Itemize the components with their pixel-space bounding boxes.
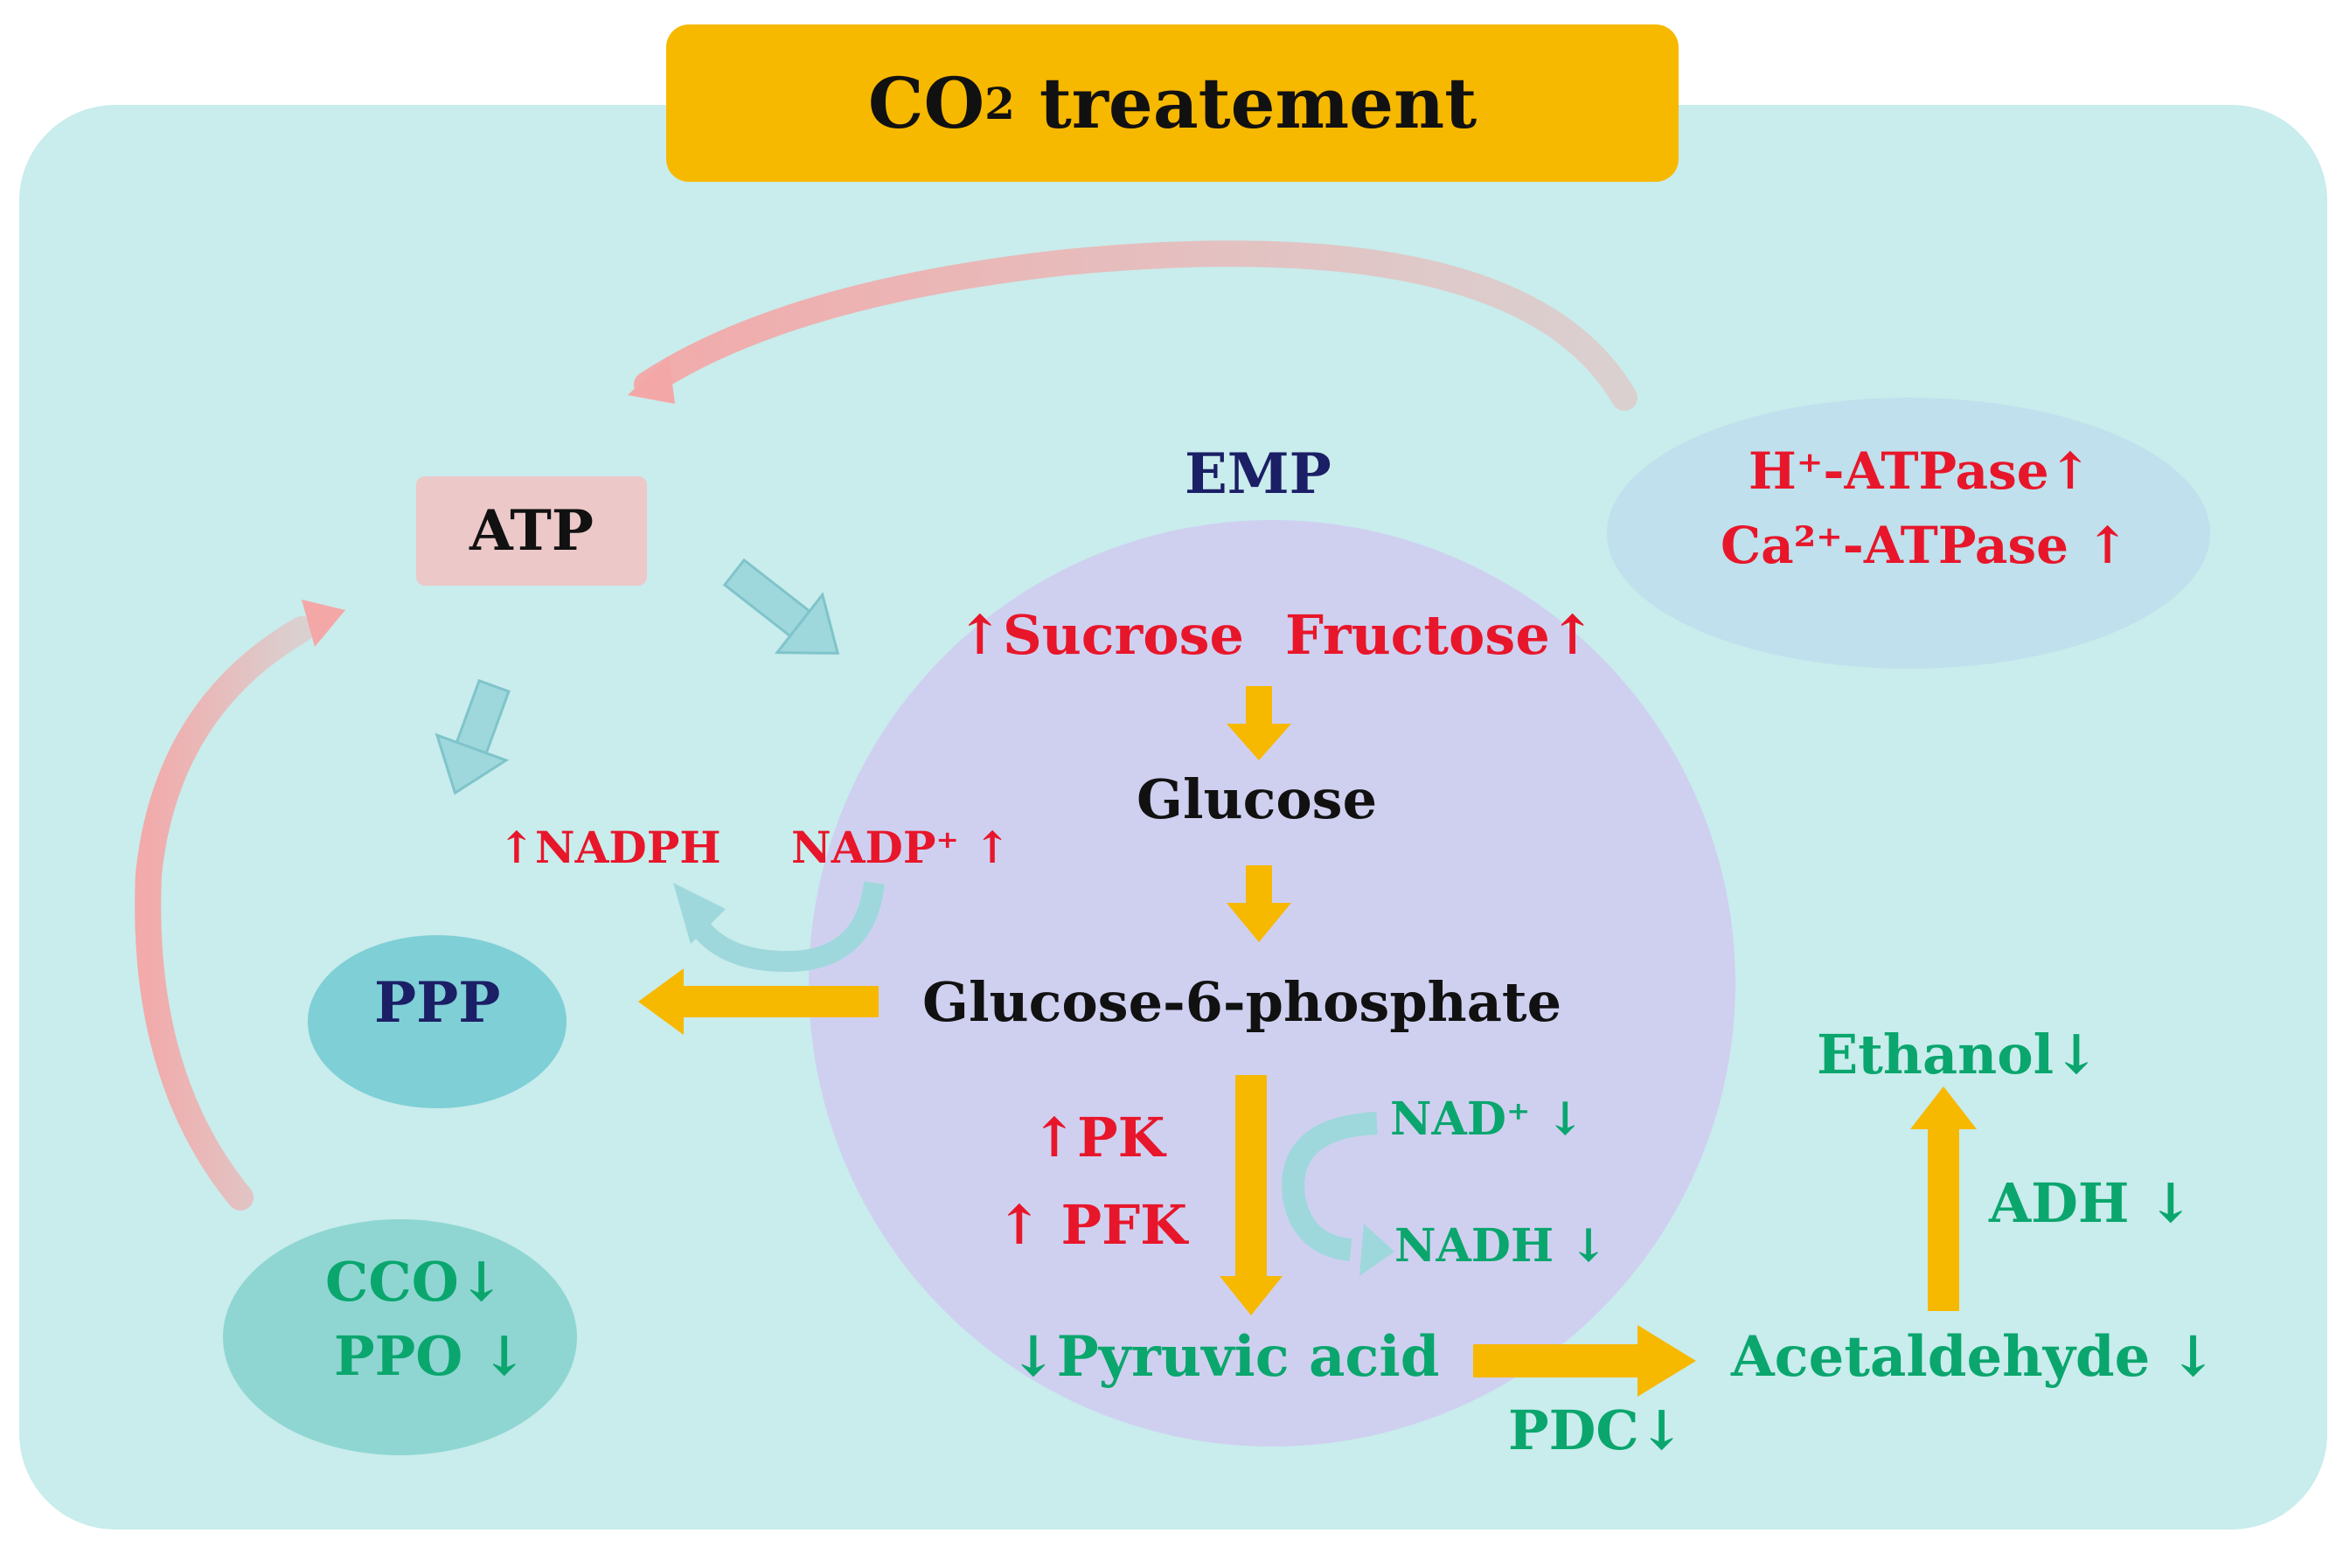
- ppo-label: PPO ↓: [334, 1324, 527, 1388]
- title-subscript: 2: [984, 77, 1015, 129]
- nadp-cycle-arrow: [691, 881, 885, 973]
- nad-label: NAD⁺ ↓: [1390, 1093, 1585, 1146]
- sucrose-to-glucose-arrow: [1227, 686, 1291, 760]
- adh-label: ADH ↓: [1989, 1171, 2194, 1235]
- ethanol-label: Ethanol↓: [1817, 1023, 2100, 1086]
- title-rest: treatement: [1014, 62, 1477, 144]
- glucose-label: Glucose: [1137, 767, 1378, 831]
- atpase-to-atp-arrowhead: [628, 357, 675, 404]
- nadp-label: NADP⁺ ↑: [791, 822, 1012, 873]
- nad-cycle-arrow: [1282, 1112, 1378, 1261]
- emp-label: EMP: [1185, 441, 1331, 507]
- pyruvic-acid-label: ↓Pyruvic acid: [1010, 1324, 1440, 1390]
- atp-box: ATP: [416, 476, 647, 586]
- pfk-label: ↑ PFK: [997, 1193, 1188, 1257]
- cco-ppo-ellipse: [223, 1219, 577, 1455]
- atp-label: ATP: [469, 498, 594, 564]
- glucose-to-g6p-arrow: [1227, 865, 1291, 942]
- title-co: CO: [867, 62, 985, 144]
- atp-to-emp-arrow: [722, 558, 840, 655]
- nadh-label: NADH ↓: [1394, 1219, 1608, 1273]
- acetaldehyde-label: Acetaldehyde ↓: [1731, 1324, 2217, 1390]
- pk-label: ↑PK: [1032, 1106, 1165, 1169]
- ppp-label: PPP: [374, 970, 501, 1036]
- atpase-to-atp-arc: [634, 240, 1637, 411]
- nad-cycle-arrowhead: [1359, 1224, 1394, 1276]
- cco-to-atp-arc: [135, 616, 315, 1211]
- cco-label: CCO↓: [325, 1250, 504, 1314]
- g6p-label: Glucose-6-phosphate: [922, 970, 1562, 1034]
- pdc-label: PDC↓: [1508, 1398, 1685, 1462]
- sucrose-label: ↑Sucrose: [957, 603, 1244, 667]
- atpase-line1: H⁺-ATPase↑: [1749, 441, 2092, 501]
- nadph-label: ↑NADPH: [498, 822, 721, 873]
- atpase-ellipse: [1607, 398, 2210, 669]
- atpase-line2: Ca²⁺-ATPase ↑: [1721, 516, 2129, 575]
- g6p-to-pyruvate-arrow: [1220, 1075, 1283, 1315]
- emp-circle: [809, 520, 1735, 1447]
- nadp-cycle-arrowhead: [673, 883, 726, 944]
- ppp-ellipse: [308, 935, 567, 1108]
- pyruvate-to-acetaldehyde-arrow: [1473, 1325, 1696, 1397]
- cco-to-atp-arrowhead: [302, 600, 345, 647]
- g6p-to-ppp-arrow: [638, 968, 879, 1035]
- fructose-label: Fructose↑: [1285, 603, 1596, 667]
- acetaldehyde-to-ethanol-arrow: [1910, 1086, 1977, 1311]
- atp-to-nadph-arrow: [435, 678, 511, 795]
